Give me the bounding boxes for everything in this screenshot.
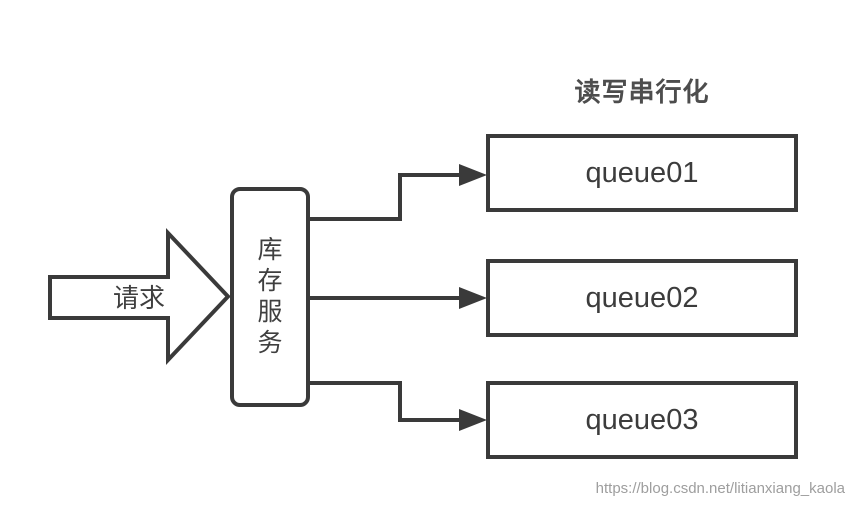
arrowhead-queue03-icon [459,409,487,431]
queue02-box: queue02 [486,259,798,337]
queue02-label: queue02 [585,281,699,314]
inventory-service-box: 库存服务 [230,187,310,407]
connector-queue01 [310,173,460,221]
queue03-label: queue03 [585,403,699,436]
watermark-url: https://blog.csdn.net/litianxiang_kaola [595,480,845,497]
inventory-service-label: 库存服务 [257,236,283,357]
arrowhead-queue02-icon [459,287,487,309]
request-arrow-label: 请求 [112,283,165,313]
queue01-box: queue01 [486,134,798,212]
queue03-box: queue03 [486,381,798,459]
connector-queue03 [310,381,460,422]
diagram-title: 读写串行化 [574,77,710,107]
request-block-arrow [48,227,231,366]
queue01-label: queue01 [585,156,699,189]
arrowhead-queue01-icon [459,164,487,186]
